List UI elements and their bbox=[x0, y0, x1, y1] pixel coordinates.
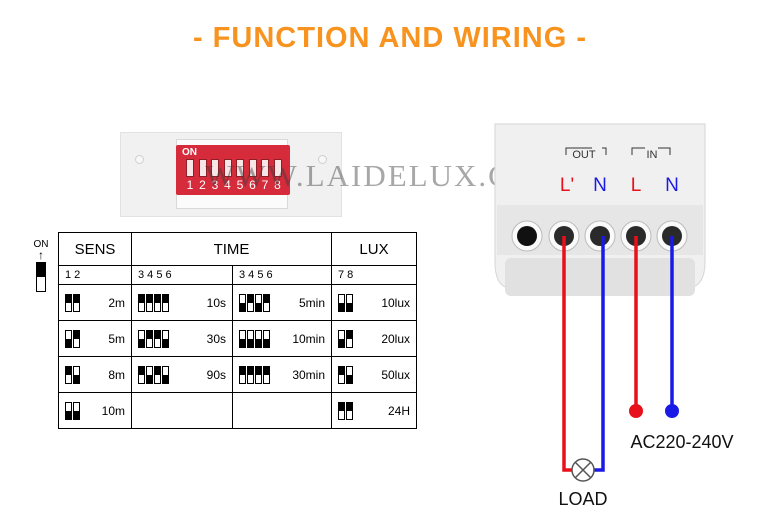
setting-cell-t1 bbox=[131, 392, 233, 429]
terminal-hole bbox=[517, 226, 537, 246]
dip-number-7: 7 bbox=[261, 178, 269, 192]
dip-number-2: 2 bbox=[199, 178, 206, 192]
setting-value: 30s bbox=[206, 331, 226, 346]
load-label: LOAD bbox=[558, 489, 607, 509]
out-bracket bbox=[565, 147, 607, 155]
table-row: 8m 90s 30min 50lux bbox=[58, 356, 417, 393]
setting-value: 20lux bbox=[381, 331, 410, 346]
dip-number-5: 5 bbox=[236, 178, 244, 192]
dip-number-4: 4 bbox=[224, 178, 231, 192]
setting-cell-lux: 20lux bbox=[331, 320, 417, 357]
in-bracket bbox=[631, 147, 671, 155]
terminal-label-out-l: L' bbox=[560, 175, 574, 196]
setting-value: 10lux bbox=[381, 295, 410, 310]
dip-switch-icon bbox=[36, 262, 46, 292]
dip-pattern-icon bbox=[65, 401, 81, 420]
dip-on-label: ON bbox=[182, 147, 197, 158]
setting-value: 24H bbox=[387, 403, 410, 418]
setting-value: 50lux bbox=[381, 367, 410, 382]
setting-cell-t1: 10s bbox=[131, 284, 233, 321]
setting-cell-t2: 5min bbox=[232, 284, 332, 321]
setting-value: 5m bbox=[108, 331, 125, 346]
mounting-hole bbox=[135, 155, 144, 164]
dip-lever-5 bbox=[236, 159, 244, 177]
setting-value: 5min bbox=[298, 295, 325, 310]
setting-cell-lux: 50lux bbox=[331, 356, 417, 393]
terminal-hole bbox=[590, 226, 610, 246]
live-supply-dot bbox=[629, 404, 643, 418]
out-label: OUT bbox=[572, 149, 596, 161]
dip-pattern-icon bbox=[239, 365, 271, 384]
dip-lever-6 bbox=[248, 159, 257, 177]
table-row: 5m 30s 10min 20lux bbox=[58, 320, 417, 357]
dip-lever-1 bbox=[186, 159, 194, 177]
setting-value: 10m bbox=[101, 403, 125, 418]
supply-label: AC220-240V bbox=[630, 432, 733, 452]
dip-number-3: 3 bbox=[211, 178, 219, 192]
load-live-wire bbox=[562, 236, 572, 472]
up-arrow-icon: ↑ bbox=[38, 248, 44, 262]
dip-pattern-icon bbox=[65, 293, 81, 312]
setting-cell-t2: 10min bbox=[232, 320, 332, 357]
dip-pattern-icon bbox=[239, 293, 271, 312]
load-neutral-wire bbox=[594, 236, 605, 472]
dip-pattern-icon bbox=[65, 365, 81, 384]
setting-cell-sens: 8m bbox=[58, 356, 132, 393]
module-base bbox=[505, 258, 695, 296]
dip-pattern-icon bbox=[338, 365, 354, 384]
setting-cell-t2: 30min bbox=[232, 356, 332, 393]
dip-pattern-icon bbox=[138, 329, 170, 348]
in-label: IN bbox=[647, 149, 658, 161]
dip-pattern-icon bbox=[138, 293, 170, 312]
neutral-supply-dot bbox=[665, 404, 679, 418]
dip-lever-8 bbox=[273, 159, 282, 177]
header-sens: SENS bbox=[58, 232, 132, 266]
header-lux: LUX bbox=[331, 232, 417, 266]
dip-lever-2 bbox=[198, 159, 207, 177]
settings-table: SENS TIME LUX 1 2 3 4 5 6 3 4 5 6 7 8 2m… bbox=[58, 232, 417, 429]
dip-number-8: 8 bbox=[274, 178, 281, 192]
terminal-label-in-l: L bbox=[631, 175, 642, 196]
dip-pattern-icon bbox=[338, 329, 354, 348]
load-lamp-icon bbox=[571, 458, 595, 482]
dip-pattern-icon bbox=[138, 365, 170, 384]
setting-value: 2m bbox=[108, 295, 125, 310]
setting-cell-lux: 24H bbox=[331, 392, 417, 429]
dip-number-1: 1 bbox=[186, 178, 194, 192]
setting-cell-t1: 30s bbox=[131, 320, 233, 357]
dip-pattern-icon bbox=[65, 329, 81, 348]
setting-value: 90s bbox=[206, 367, 226, 382]
on-legend: ON ↑ bbox=[30, 239, 52, 292]
dip-pattern-icon bbox=[338, 401, 354, 420]
setting-value: 10min bbox=[292, 331, 325, 346]
mounting-hole bbox=[318, 155, 327, 164]
header-time: TIME bbox=[131, 232, 332, 266]
setting-cell-sens: 10m bbox=[58, 392, 132, 429]
dip-lever-3 bbox=[211, 159, 219, 177]
dip-lever-4 bbox=[223, 159, 232, 177]
page-title: - FUNCTION AND WIRING - bbox=[192, 22, 588, 54]
setting-value: 10s bbox=[206, 295, 226, 310]
terminal-label-out-n: N bbox=[593, 175, 607, 196]
table-row: 10m 24H bbox=[58, 392, 417, 429]
setting-value: 30min bbox=[292, 367, 325, 382]
setting-value: 8m bbox=[108, 367, 125, 382]
dip-pattern-icon bbox=[239, 329, 271, 348]
dip-number-6: 6 bbox=[249, 178, 256, 192]
dip-lever-7 bbox=[261, 159, 269, 177]
dip-pattern-icon bbox=[338, 293, 354, 312]
terminal-label-in-n: N bbox=[665, 175, 679, 196]
table-row: 2m 10s 5min 10lux bbox=[58, 284, 417, 321]
sub-time-2: 3 4 5 6 bbox=[232, 265, 332, 285]
on-legend-label: ON bbox=[33, 239, 49, 250]
setting-cell-t2 bbox=[232, 392, 332, 429]
